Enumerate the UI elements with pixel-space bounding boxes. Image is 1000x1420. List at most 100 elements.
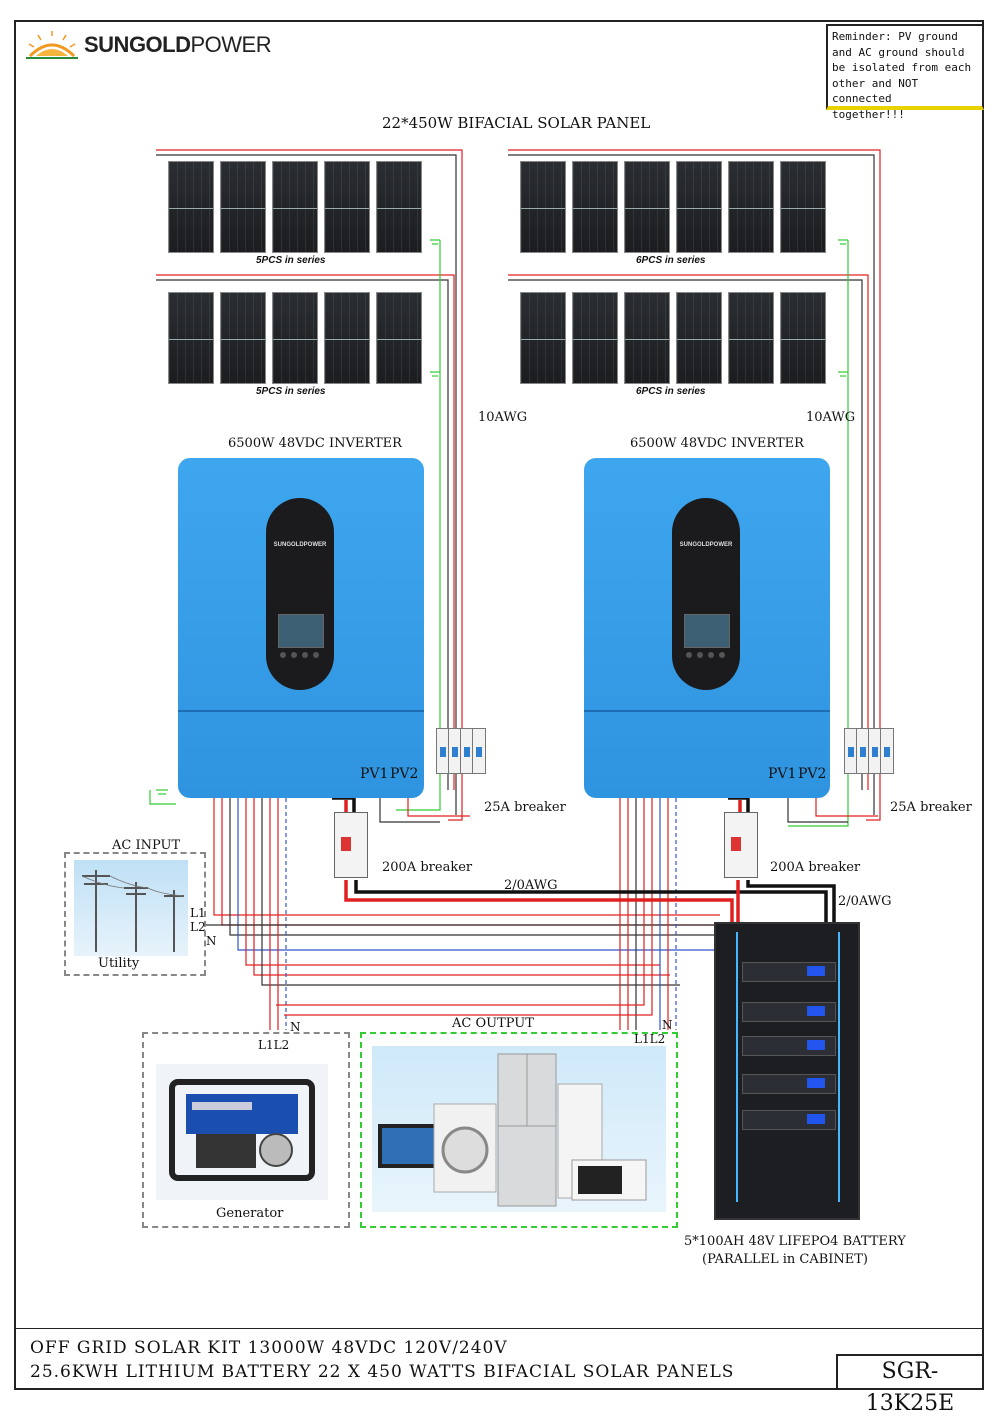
reminder-note: Reminder: PV ground and AC ground should… [826,24,984,121]
drawing-frame [14,20,984,1390]
battery-breaker-right [724,812,758,878]
battery-wire-label-right: 2/0AWG [838,894,892,909]
battery-breaker-label-right: 200A breaker [770,860,861,875]
solar-panel [676,161,722,253]
appliances-image [372,1046,666,1212]
right-string2-pos-wire [508,274,869,790]
battery-cabinet [714,922,860,1220]
ac-output-n: N [662,1018,673,1032]
solar-panel [520,161,566,253]
generator-n: N [290,1020,301,1034]
pv2-label: PV2 [798,766,827,782]
title-line2: 25.6KWH LITHIUM BATTERY 22 X 450 WATTS B… [30,1362,735,1382]
inverter-label-left: 6500W 48VDC INVERTER [228,436,402,451]
solar-panel [572,161,618,253]
ac-output-title: AC OUTPUT [452,1016,534,1031]
drawing-code: SGR-13K25E [836,1354,984,1416]
right-string1-neg-wire [508,154,875,815]
pv-breaker [472,728,486,774]
pv-breaker-label-right: 25A breaker [890,800,972,815]
battery-breaker-label-left: 200A breaker [382,860,473,875]
reminder-line: and AC ground should [832,45,965,59]
generator-icon [169,1079,315,1181]
cabinet-light [838,932,840,1202]
inverter-label-right: 6500W 48VDC INVERTER [630,436,804,451]
pv2-label: PV2 [390,766,419,782]
left-battery-pos-cable [344,880,734,922]
brand-name: SUNGOLDPOWER [84,32,272,58]
left-string1-pos-wire [156,149,463,821]
solar-panel [220,161,266,253]
string-label: 5PCS in series [254,255,328,266]
brand-name-bold: SUNGOLD [84,32,191,57]
generator-image [156,1064,328,1200]
ac-input-box [64,852,206,976]
solar-panel [168,161,214,253]
inverter-band [178,710,424,712]
appliances-icon [378,1053,647,1207]
solar-panel [572,292,618,384]
solar-panel [624,292,670,384]
inverter-display-panel: SUNGOLDPOWER [672,498,740,690]
solar-panel [520,292,566,384]
solar-panel [728,161,774,253]
battery-module [742,1074,836,1094]
solar-panel [324,161,370,253]
solar-panel [220,292,266,384]
utility-pole-icon [81,870,185,952]
battery-module [742,1002,836,1022]
footer-divider [14,1328,984,1329]
ac-output-l1l2: L1L2 [634,1032,666,1046]
left-string1-neg-wire [156,154,457,815]
left-string2-neg-wire [156,279,449,790]
wire-gauge-label-left: 10AWG [478,410,528,425]
inverter-display-panel: SUNGOLDPOWER [266,498,334,690]
pv1-label: PV1 [768,766,797,782]
inverter-lcd [684,614,730,648]
pv-breaker [880,728,894,774]
ac-output-box [360,1032,678,1228]
reminder-line: be isolated from each [832,61,972,74]
reminder-line: together!!! [832,107,905,121]
inverter-band [584,710,830,712]
title-line1: OFF GRID SOLAR KIT 13000W 48VDC 120V/240… [30,1338,508,1358]
inverter-brand: SUNGOLDPOWER [679,542,733,548]
battery-breaker-left [334,812,368,878]
generator-l1l2: L1L2 [258,1038,290,1052]
ac-input-l1: L1 [190,906,206,920]
left-battery-neg-cable [354,880,828,922]
inverter-buttons [686,652,725,658]
solar-panel [780,161,826,253]
inverter-buttons [280,652,319,658]
brand-name-light: POWER [190,32,272,57]
inverter-left: SUNGOLDPOWER [178,458,424,798]
string-label: 6PCS in series [634,386,708,397]
solar-panel [780,292,826,384]
solar-panel [272,161,318,253]
solar-panel [728,292,774,384]
solar-panel [168,292,214,384]
utility-caption: Utility [98,956,140,971]
string-label: 6PCS in series [634,255,708,266]
left-ground-wire [396,240,441,811]
battery-label-line2: (PARALLEL in CABINET) [702,1252,869,1267]
battery-label-line1: 5*100AH 48V LIFEPO4 BATTERY [684,1234,906,1249]
sungold-logo: SUNGOLDPOWER [26,30,272,60]
solar-panel [376,292,422,384]
solar-panel [272,292,318,384]
solar-panel [376,161,422,253]
title-block: OFF GRID SOLAR KIT 13000W 48VDC 120V/240… [30,1336,734,1384]
battery-module [742,1036,836,1056]
reminder-line: Reminder: PV ground [832,30,958,43]
inverter-right: SUNGOLDPOWER [584,458,830,798]
pv-breaker-label-left: 25A breaker [484,800,566,815]
right-ground-wire [788,240,849,827]
string-label: 5PCS in series [254,386,328,397]
ac-input-title: AC INPUT [112,838,181,853]
reminder-line: other and NOT connected [832,76,919,106]
right-string1-pos-wire [508,149,881,821]
sun-logo-icon [26,31,78,59]
utility-poles-image [74,860,188,956]
battery-module [742,1110,836,1130]
